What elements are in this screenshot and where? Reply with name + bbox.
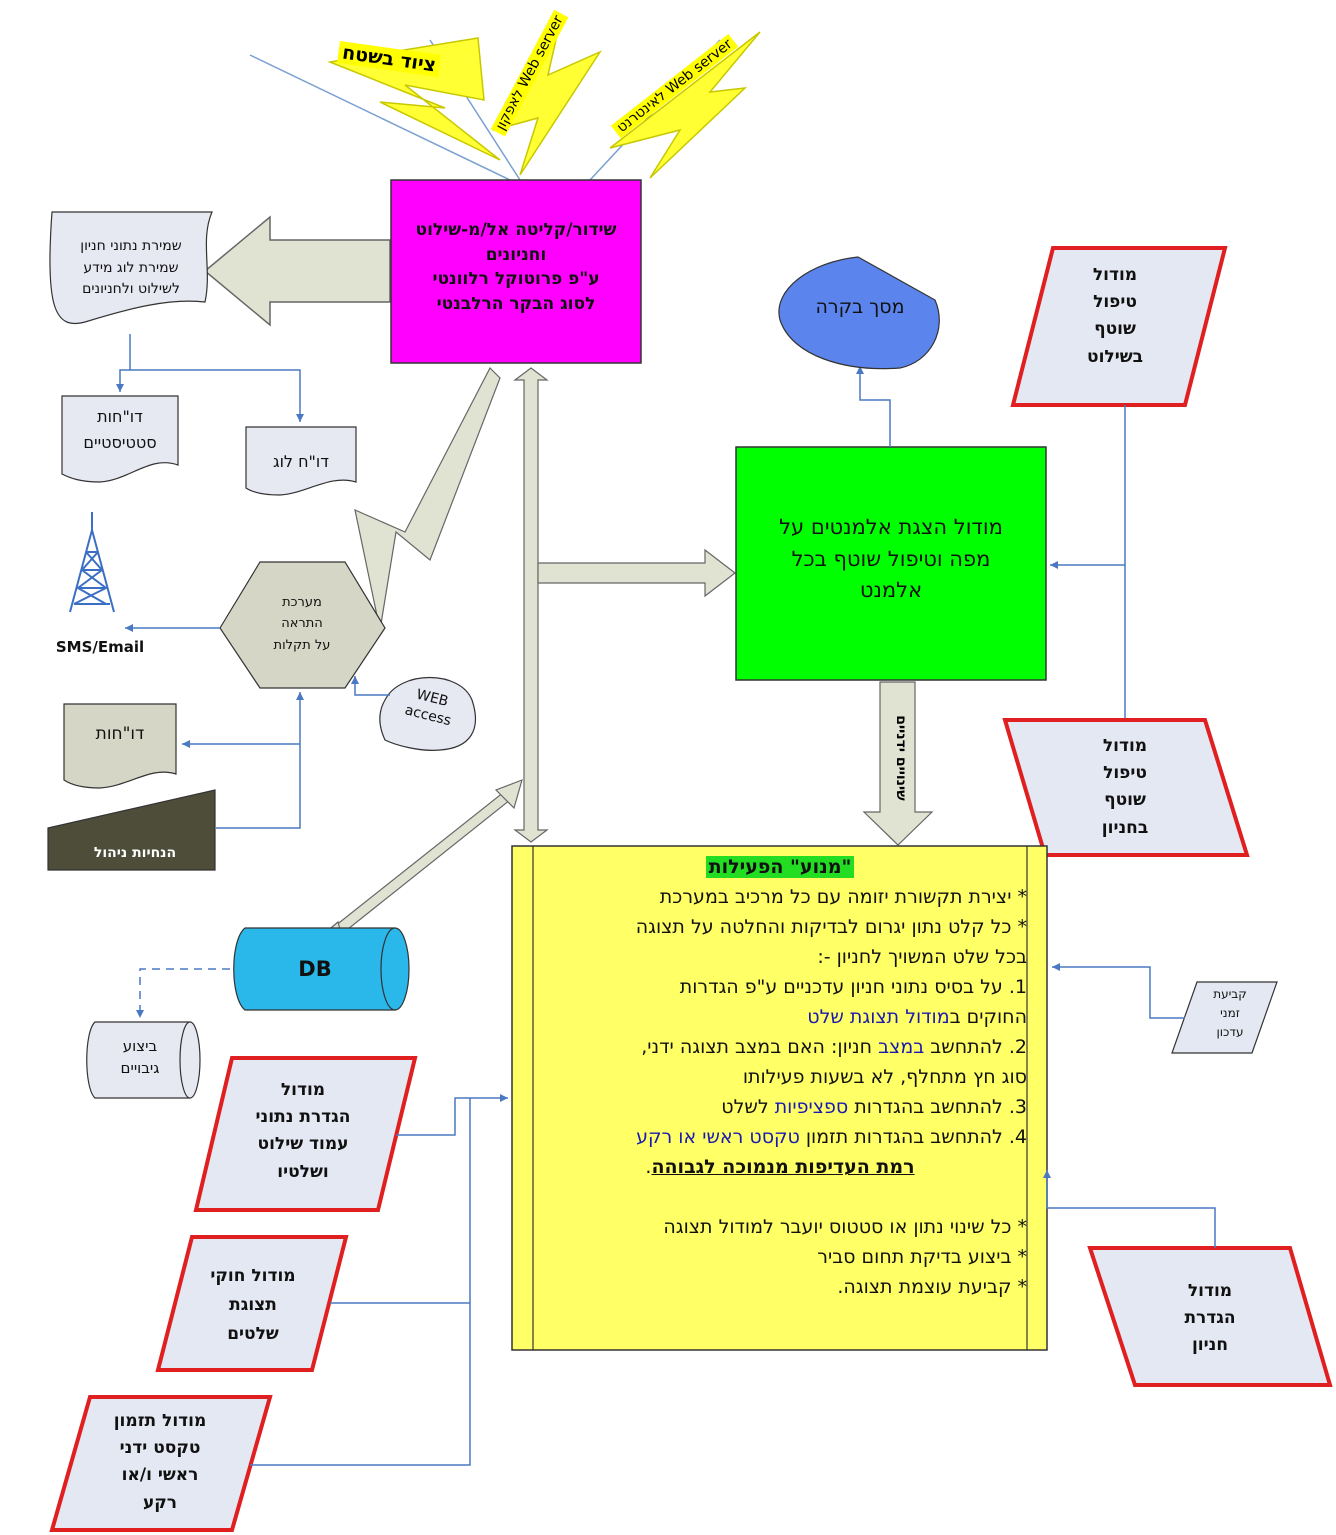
display-rules-label: מודול חוקי תצוגת שלטים <box>210 1266 296 1344</box>
db-cylinder <box>233 927 410 1011</box>
display-rules-shape <box>155 1235 349 1372</box>
storage-report-connectors <box>116 334 304 422</box>
manual-changes-arrow <box>862 681 934 846</box>
update-times-label: קביעת זמני עדכון <box>1213 987 1247 1040</box>
lightning-web-internet <box>609 31 761 179</box>
reports-doc <box>63 703 177 789</box>
db-backup-connector <box>136 968 230 1018</box>
column-def-shape <box>193 1056 418 1212</box>
scheduling-shape <box>49 1395 273 1532</box>
parking-def-label: מודול הגדרת חניון <box>1184 1281 1236 1356</box>
comm-box-label: שידור/קליטה אל/מ-שילוט וחניונים ע"פ פרוט… <box>415 220 617 314</box>
manual-changes-label: שינויים ידניים <box>893 715 909 801</box>
control-screen-shape <box>778 256 940 370</box>
parking-def-shape <box>1087 1246 1333 1387</box>
scheduling-label: מודול תזמון טקסט ידני ראשי ו/או רקע <box>113 1411 207 1513</box>
storage-label: שמירת נתוני חניון שמירת לוג מידע לשילוט … <box>80 238 182 298</box>
stats-report-label: דו"חות סטטיסטיים <box>83 407 157 453</box>
comm-box <box>390 179 642 364</box>
parking-def-connector <box>1043 1170 1216 1248</box>
display-to-screen-connector <box>856 366 891 447</box>
stats-report-doc <box>61 395 179 483</box>
arrow-comm-to-alert <box>354 366 501 631</box>
web-to-hex-connector <box>351 676 390 696</box>
lightning-field-equipment <box>327 37 501 161</box>
backup-cylinder <box>86 1021 201 1099</box>
parking-module-shape <box>1002 718 1250 857</box>
mgmt-connectors <box>182 692 304 829</box>
reports-label: דו"חות <box>95 724 145 744</box>
mgmt-label: הנחיות ניהול <box>93 845 177 861</box>
engine-title: "מנוע" הפעילות <box>705 856 855 878</box>
engine-text: "מנוע" הפעילות * יצירת תקשורת יזומה עם כ… <box>635 856 1027 1298</box>
vertical-double-arrow <box>513 367 549 843</box>
mgmt-shape <box>47 789 216 871</box>
arrow-comm-to-storage <box>203 215 391 327</box>
db-label: DB <box>298 957 332 981</box>
tower-icon <box>69 512 115 613</box>
log-report-label: דו"ח לוג <box>272 452 330 471</box>
log-report-doc <box>245 426 357 496</box>
alert-system-label: מערכת התראה על תקלות <box>273 595 331 653</box>
sms-email-label: SMS/Email <box>55 638 145 656</box>
column-def-label: מודול הגדרת נתוני עמוד שילוט ושלטיו <box>255 1080 351 1182</box>
backup-label: ביצוע גיבויים <box>120 1037 160 1077</box>
display-module-label: מודול הצגת אלמנטים על מפה וטיפול שוטף בכ… <box>779 515 1003 602</box>
arrow-to-display-module <box>537 548 736 598</box>
control-screen-label: מסך בקרה <box>815 296 905 318</box>
display-module-box <box>735 446 1047 681</box>
update-times-shape <box>1171 981 1278 1054</box>
left-module-connectors <box>250 1094 508 1466</box>
storage-shape <box>49 211 213 325</box>
db-double-arrow <box>310 779 523 945</box>
signage-module-shape <box>1010 246 1228 407</box>
alert-hexagon <box>219 561 386 689</box>
signage-module-label: מודול טיפול שוטף בשילוט <box>1087 265 1143 367</box>
update-times-connector <box>1052 963 1185 1019</box>
parking-module-label: מודול טיפול שוטף בחניון <box>1101 736 1149 838</box>
engine-box <box>511 845 1048 1351</box>
right-module-connectors <box>1050 405 1126 718</box>
web-access-shape <box>379 676 476 751</box>
